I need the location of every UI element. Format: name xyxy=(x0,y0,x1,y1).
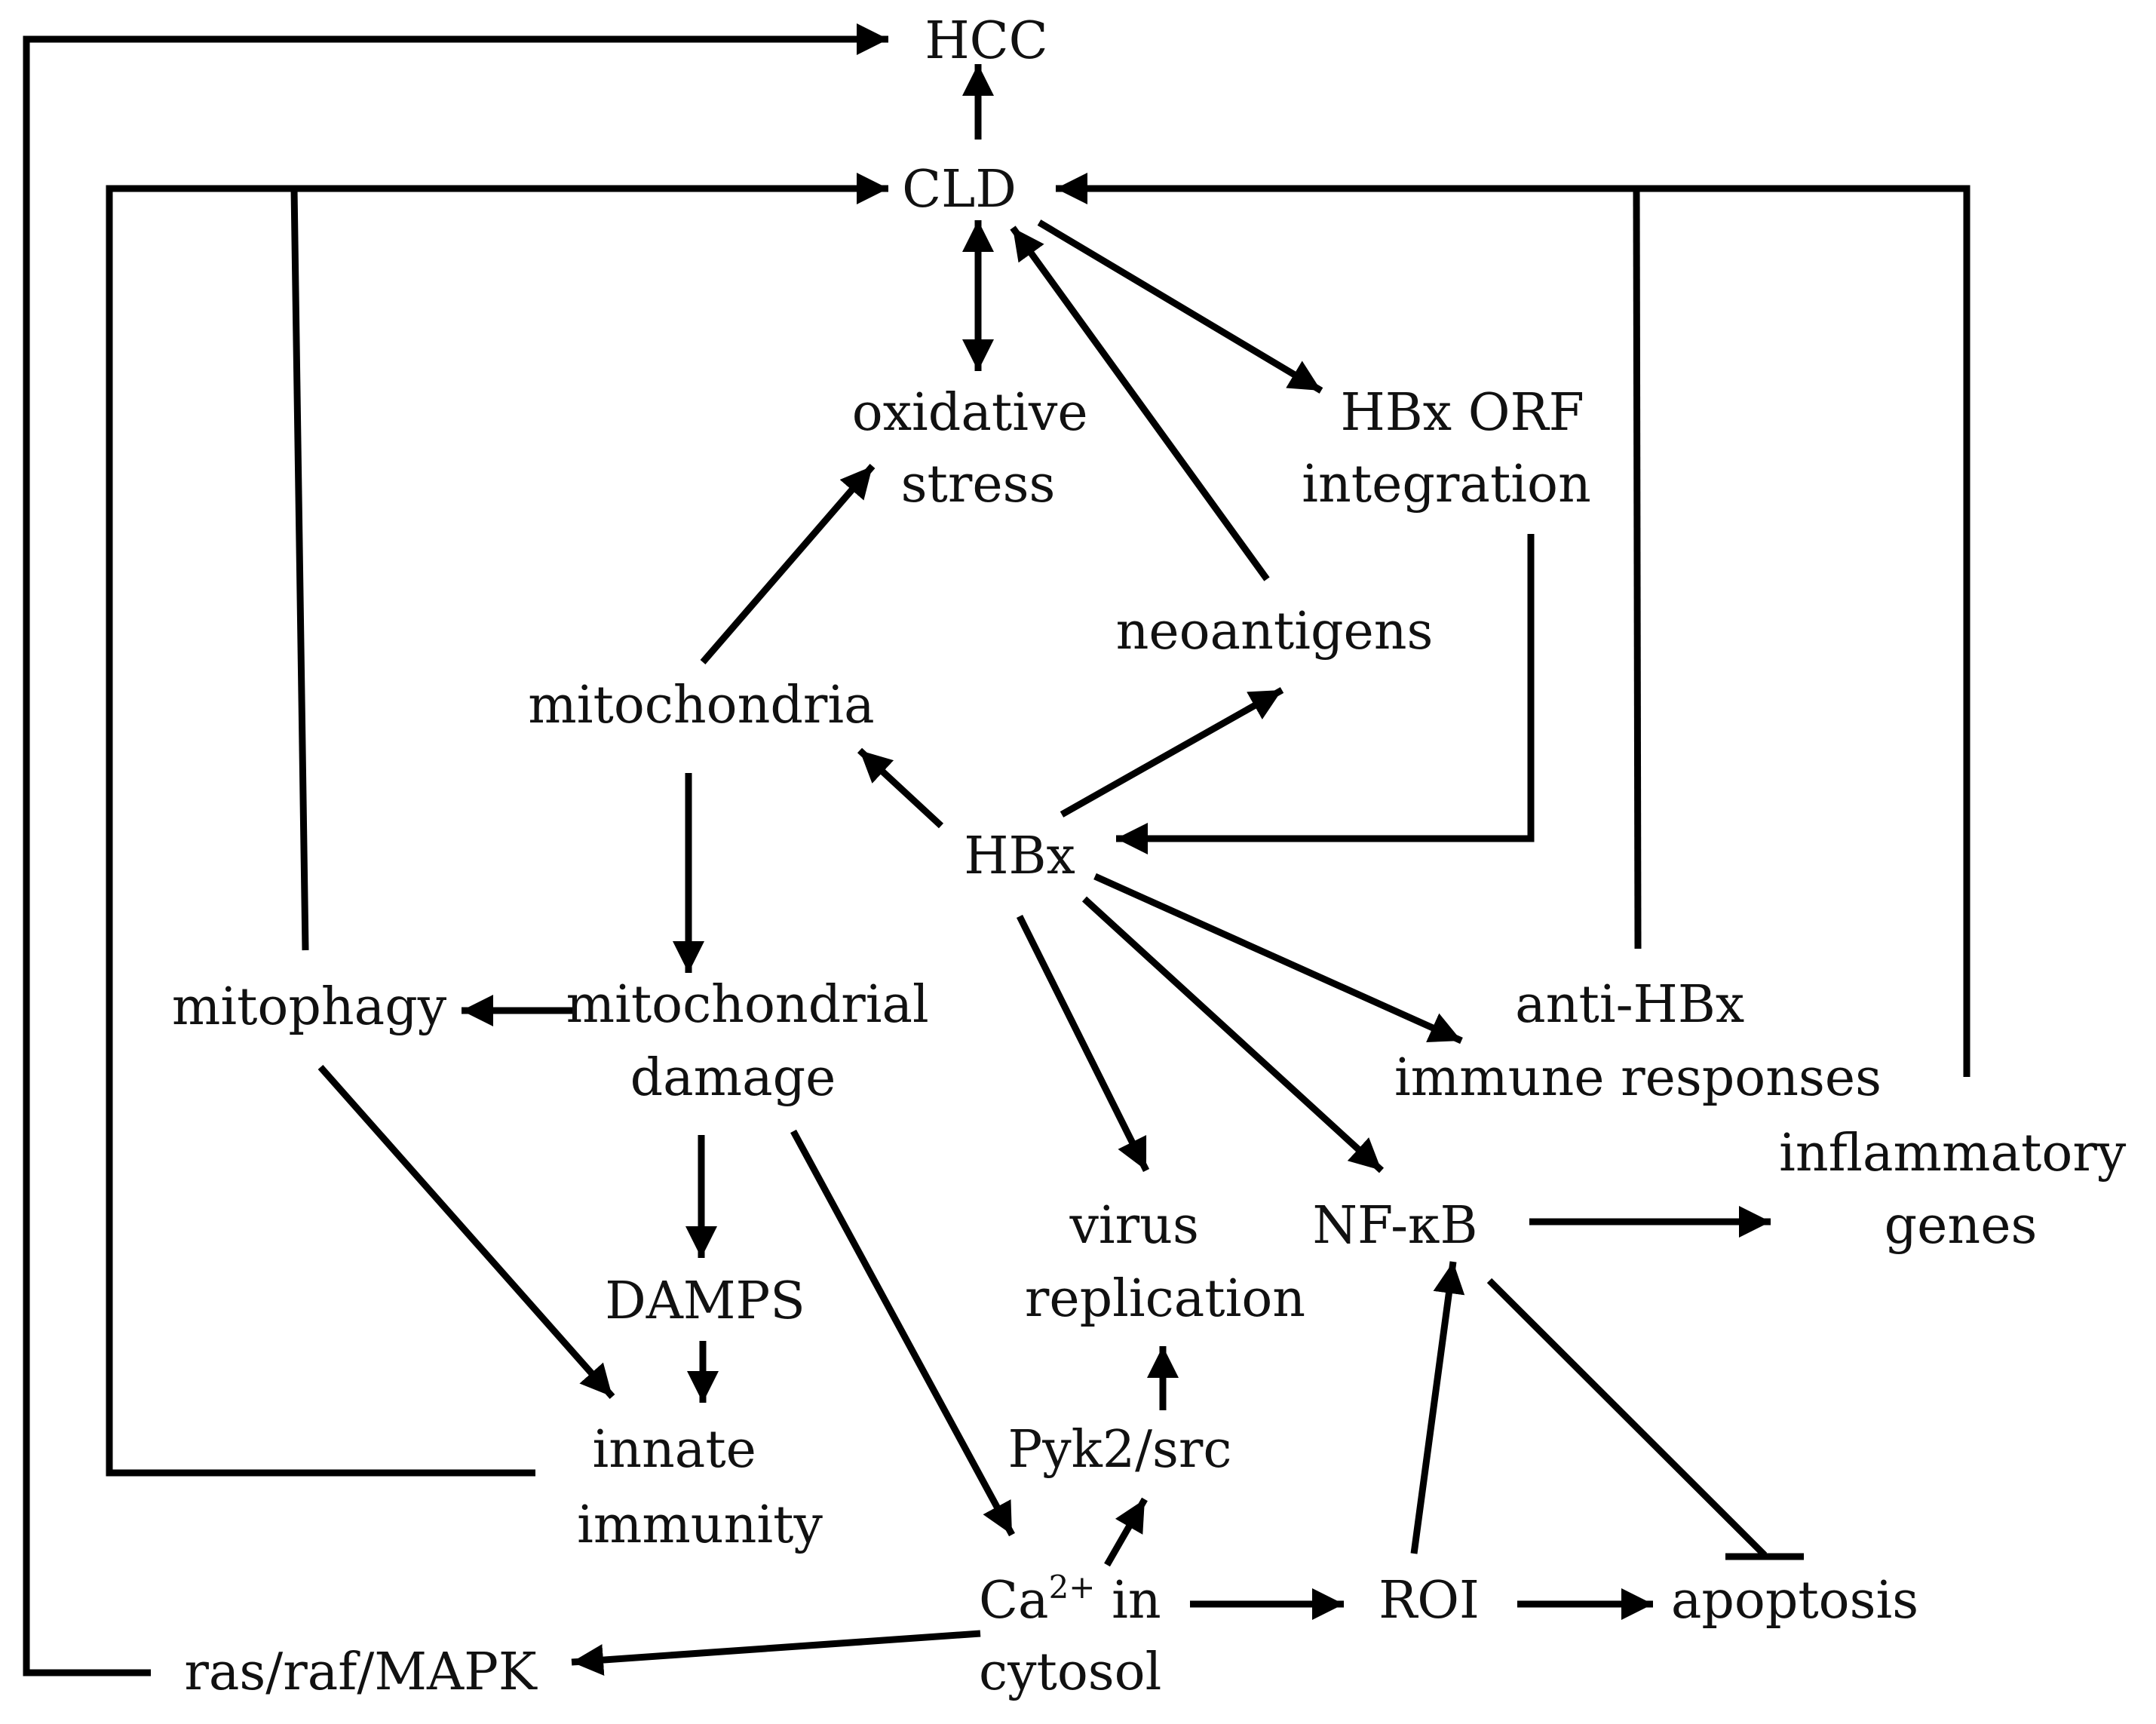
node-oxidative-stress: oxidative stress xyxy=(852,383,1104,514)
edge-nfkb-inhibits-apoptosis xyxy=(1486,1278,1768,1558)
node-pyk2-src: Pyk2/src xyxy=(1007,1420,1231,1480)
edge-neoantigens-to-cld xyxy=(1010,225,1270,581)
edge-cld-to-integration xyxy=(1037,219,1323,394)
node-nf-kb: NF-κB xyxy=(1312,1196,1477,1256)
edge-ras-to-hcc xyxy=(23,23,888,1676)
connectors xyxy=(23,23,1970,1676)
edge-integration-to-hbx xyxy=(1116,534,1535,854)
edge-hbx-to-nfkb xyxy=(1081,896,1385,1173)
node-innate-immunity: innate immunity xyxy=(577,1420,823,1555)
node-damps: DAMPS xyxy=(605,1272,805,1331)
edge-ca-to-ras xyxy=(571,1630,981,1676)
node-neoantigens: neoantigens xyxy=(1116,602,1434,661)
edge-damage-to-ca xyxy=(790,1129,1015,1537)
edge-mitophagy-to-cld xyxy=(290,188,309,951)
node-hbx-orf-integration: HBx ORF integration xyxy=(1302,383,1600,514)
edge-hbx-to-antihbx xyxy=(1093,873,1463,1045)
node-virus-replication: virus replication xyxy=(1025,1196,1305,1329)
node-ras-raf-mapk: ras/raf/MAPK xyxy=(184,1643,537,1702)
edge-ca-to-pyk2 xyxy=(1104,1497,1148,1567)
node-cld: CLD xyxy=(902,160,1017,219)
edge-hbx-to-neoantigens xyxy=(1060,687,1284,818)
node-mitophagy: mitophagy xyxy=(172,977,447,1037)
edge-innate-to-cld xyxy=(106,173,888,1477)
edge-roi-to-nfkb xyxy=(1410,1261,1465,1554)
edge-mitochondria-to-oxidative xyxy=(700,464,876,664)
node-ca-in-cytosol: Ca2+ in cytosol xyxy=(979,1569,1177,1702)
node-inflammatory-genes: inflammatory genes xyxy=(1779,1124,2142,1256)
edge-inflammatory-to-cld xyxy=(1056,173,1970,1077)
node-apoptosis: apoptosis xyxy=(1671,1571,1918,1630)
node-hcc: HCC xyxy=(925,11,1047,71)
node-anti-hbx-immune-responses: anti-HBx immune responses xyxy=(1394,975,1882,1108)
node-labels: HCC CLD oxidative stress HBx ORF integra… xyxy=(172,11,2142,1702)
node-hbx: HBx xyxy=(964,827,1075,886)
edge-mitophagy-to-innate xyxy=(317,1065,615,1399)
node-mitochondria: mitochondria xyxy=(528,676,874,735)
edge-antihbx-to-cld xyxy=(1633,188,1642,949)
node-mitochondrial-damage: mitochondrial damage xyxy=(566,975,946,1108)
node-roi: ROI xyxy=(1379,1571,1480,1630)
edge-hbx-to-virus xyxy=(1016,914,1150,1173)
edge-hbx-to-mitochondria xyxy=(857,747,944,829)
